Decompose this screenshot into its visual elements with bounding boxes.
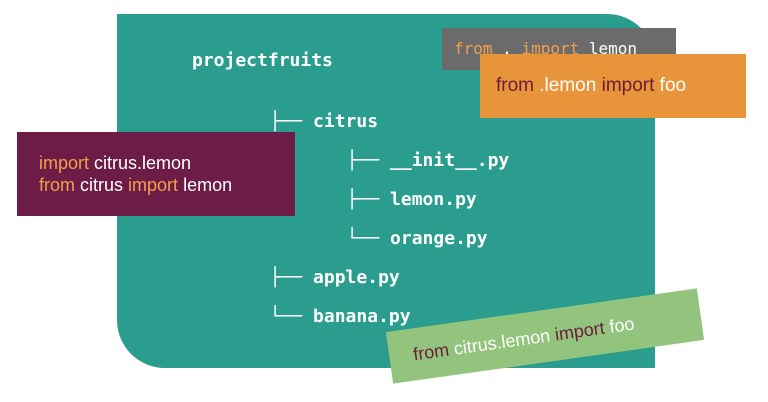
tree-item-lemon: ├── lemon.py bbox=[325, 167, 477, 211]
absolute-import-line-1: import citrus.lemon bbox=[39, 152, 295, 174]
keyword-import: import bbox=[521, 39, 580, 58]
keyword-import: import bbox=[553, 317, 606, 345]
imported-name: foo bbox=[608, 313, 636, 337]
tree-item-label: citrus bbox=[313, 111, 379, 132]
tree-item-init: ├── __init__.py bbox=[325, 128, 510, 172]
tree-item-banana: └── banana.py bbox=[248, 284, 411, 328]
tree-root-label: projectfruits bbox=[192, 50, 333, 71]
tree-branch-connector: └── bbox=[346, 228, 380, 249]
tree-item-apple: ├── apple.py bbox=[248, 245, 400, 289]
tree-item-citrus: ├── citrus bbox=[248, 89, 378, 133]
tree-item-label: lemon.py bbox=[390, 189, 477, 210]
module-name: citrus bbox=[80, 175, 124, 195]
module-dot: . bbox=[502, 39, 522, 58]
tree-branch-connector: ├── bbox=[269, 267, 303, 288]
tree-item-label: apple.py bbox=[313, 267, 400, 288]
tree-item-label: banana.py bbox=[313, 306, 411, 327]
absolute-import-line-2: from citrus import lemon bbox=[39, 174, 295, 196]
tree-branch-connector: ├── bbox=[346, 150, 380, 171]
relative-module-import-label: from .lemon import foo bbox=[480, 54, 746, 118]
keyword-import: import bbox=[601, 75, 655, 96]
imported-name: lemon bbox=[183, 175, 233, 195]
tree-item-label: __init__.py bbox=[390, 150, 510, 171]
tree-branch-connector: ├── bbox=[346, 189, 380, 210]
keyword-import: import bbox=[128, 175, 179, 195]
tree-item-label: orange.py bbox=[390, 228, 488, 249]
keyword-from: from bbox=[39, 175, 75, 195]
keyword-from: from bbox=[411, 339, 451, 365]
keyword-from: from bbox=[454, 39, 493, 58]
absolute-imports-label: import citrus.lemon from citrus import l… bbox=[17, 132, 295, 216]
module-name: .lemon bbox=[539, 75, 597, 96]
imported-name: foo bbox=[659, 75, 687, 96]
tree-item-orange: └── orange.py bbox=[325, 206, 488, 250]
keyword-import: import bbox=[39, 153, 90, 173]
module-name: citrus.lemon bbox=[94, 153, 192, 173]
keyword-from: from bbox=[496, 75, 534, 96]
tree-branch-connector: ├── bbox=[269, 111, 303, 132]
imported-name: lemon bbox=[588, 39, 638, 58]
module-name: citrus.lemon bbox=[452, 325, 552, 359]
tree-branch-connector: └── bbox=[269, 306, 303, 327]
